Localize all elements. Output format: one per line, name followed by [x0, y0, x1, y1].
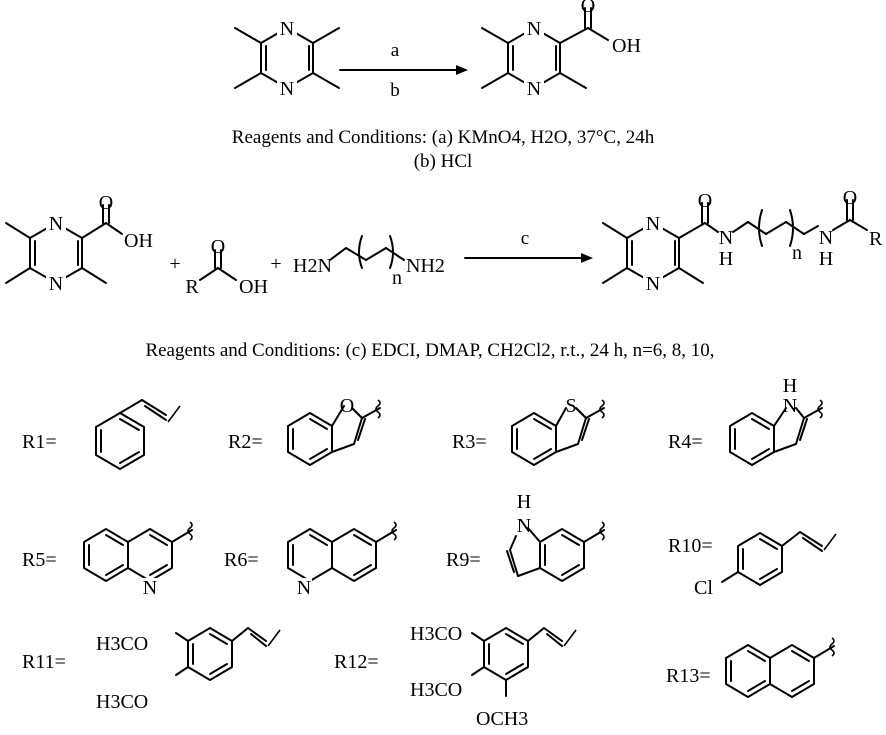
diamine-reactant: H2N n NH2 [293, 235, 445, 289]
methoxy-label: H3CO [410, 679, 462, 701]
repeat-n: n [792, 242, 802, 264]
r13-label: R13= [666, 665, 711, 687]
substituent-r1: R1= [22, 399, 181, 470]
plus-sign: + [169, 253, 180, 275]
atom-n: N [527, 78, 541, 100]
methoxy-label: H3CO [96, 633, 148, 655]
atom-n: N [527, 18, 541, 40]
atom-r: R [869, 228, 883, 250]
arrow-label-b: b [390, 80, 400, 101]
atom-n: N [783, 395, 797, 417]
methoxy-label: H3CO [96, 691, 148, 713]
substituent-r5: R5= N [22, 521, 193, 599]
carboxylic-acid-reactant: R O OH [185, 236, 268, 298]
atom-o: O [698, 190, 712, 212]
conditions-c: Reagents and Conditions: (c) EDCI, DMAP,… [145, 340, 714, 361]
substituent-r9: R9= H N [446, 491, 605, 582]
repeat-n: n [392, 267, 402, 289]
reaction-arrow-ab: a b [339, 40, 468, 101]
r10-label: R10= [668, 535, 713, 557]
r2-label: R2= [228, 431, 263, 453]
atom-r: R [185, 276, 199, 298]
r12-label: R12= [334, 651, 379, 673]
substituent-r13: R13= [666, 637, 835, 698]
r9-label: R9= [446, 549, 481, 571]
atom-n: N [819, 227, 833, 249]
amine-left: H2N [293, 255, 332, 277]
atom-h: H [517, 491, 531, 513]
substituent-r10: R10= Cl [668, 531, 837, 599]
arrow-label-a: a [391, 40, 400, 61]
conditions-ab: Reagents and Conditions: (a) KMnO4, H2O,… [232, 127, 655, 148]
atom-o: O [581, 0, 595, 17]
arrow-label-c: c [521, 228, 529, 249]
pyrazine-acid-reactant: N N O OH [5, 192, 153, 295]
r4-label: R4= [668, 431, 703, 453]
r3-label: R3= [452, 431, 487, 453]
atom-o: O [843, 187, 857, 209]
atom-h: H [719, 248, 733, 270]
reaction-arrow-c: c [464, 228, 593, 263]
r6-label: R6= [224, 549, 259, 571]
atom-n: N [646, 273, 660, 295]
atom-o: O [211, 236, 225, 258]
tetramethylpyrazine: N N [234, 18, 340, 100]
r1-label: R1= [22, 431, 57, 453]
atom-n: N [49, 273, 63, 295]
plus-sign: + [270, 253, 281, 275]
substituent-r2: R2= O [228, 395, 381, 466]
atom-oh: OH [124, 230, 153, 252]
amine-right: NH2 [406, 255, 445, 277]
r5-label: R5= [22, 549, 57, 571]
atom-n: N [143, 577, 157, 599]
atom-o: O [340, 395, 354, 417]
atom-h: H [783, 375, 797, 397]
substituent-r3: R3= S [452, 395, 605, 466]
bis-amide-product: N N O N H n N H O R [602, 187, 883, 295]
atom-oh: OH [612, 35, 641, 57]
pyrazine-carboxylic-acid: N N O OH [481, 0, 641, 100]
atom-n: N [280, 18, 294, 40]
substituent-r6: R6= N [224, 521, 397, 599]
atom-o: O [99, 192, 113, 214]
atom-n: N [297, 577, 311, 599]
atom-n: N [517, 515, 531, 537]
atom-h: H [819, 248, 833, 270]
atom-n: N [719, 227, 733, 249]
methoxy-label: H3CO [410, 623, 462, 645]
atom-n: N [280, 78, 294, 100]
conditions-b: (b) HCl [414, 151, 473, 172]
substituent-r12: R12= H3CO H3CO OCH3 [334, 623, 577, 730]
substituent-r11: R11= H3CO H3CO [22, 627, 281, 713]
atom-n: N [646, 213, 660, 235]
substituent-r4: R4= H N [668, 375, 823, 466]
r11-label: R11= [22, 651, 66, 673]
atom-s: S [565, 395, 576, 417]
methoxy-label: OCH3 [476, 708, 528, 730]
atom-n: N [49, 213, 63, 235]
atom-oh: OH [239, 276, 268, 298]
atom-cl: Cl [694, 577, 713, 599]
